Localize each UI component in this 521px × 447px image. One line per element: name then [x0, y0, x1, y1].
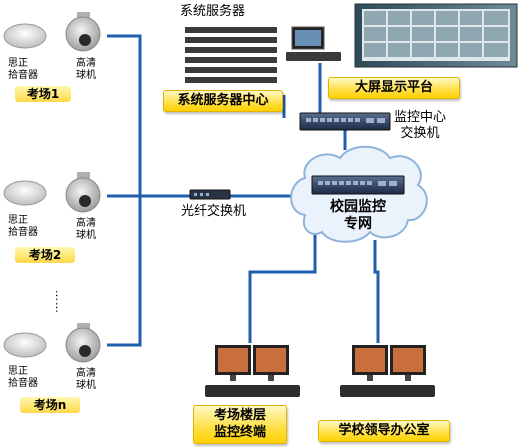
exam-room-1-label: 考场1 — [15, 86, 71, 102]
exam-room-2-devices — [3, 172, 101, 213]
camera-label-roomn: 高清球机 — [76, 368, 96, 391]
camera-lens-icon — [79, 345, 91, 357]
exam-room-n-label: 考场n — [20, 397, 80, 413]
video-wall-icon — [354, 3, 518, 68]
control-switch-icon — [299, 112, 391, 131]
ellipsis: …… — [53, 290, 66, 314]
camera-mount-icon — [77, 323, 90, 331]
campus-network-cloud — [290, 145, 428, 243]
floor-terminal-monitors-icon — [205, 345, 300, 397]
camera-lens-icon — [79, 34, 91, 46]
camera-label-room1: 高清球机 — [76, 58, 96, 81]
server-center-label: 系统服务器中心 — [163, 90, 283, 112]
cloud-to-office-line — [373, 240, 380, 343]
mic-label-room1: 思正拾音器 — [8, 58, 38, 81]
control-switch-label: 监控中心交换机 — [394, 110, 447, 141]
dome-camera-icon — [65, 327, 101, 363]
bigscreen-monitor-icon — [286, 26, 341, 61]
room-bus-line — [107, 34, 142, 347]
fiber-switch-icon — [189, 189, 231, 200]
camera-mount-icon — [77, 172, 90, 180]
microphone-icon — [3, 180, 47, 206]
floor-terminal-label: 考场楼层监控终端 — [193, 405, 287, 444]
exam-room-2-label: 考场2 — [15, 247, 75, 263]
server-label: 系统服务器 — [180, 4, 246, 19]
campus-network-label: 校园监控专网 — [330, 199, 386, 232]
microphone-icon — [3, 332, 47, 358]
camera-label-room2: 高清球机 — [76, 218, 96, 241]
camera-mount-icon — [77, 12, 90, 20]
mic-label-roomn: 思正拾音器 — [8, 366, 38, 389]
server-rack-icon — [185, 27, 277, 83]
big-screen-label: 大屏显示平台 — [328, 77, 460, 99]
office-monitors-icon — [340, 345, 435, 397]
microphone-icon — [3, 23, 47, 49]
exam-room-1-devices — [3, 12, 101, 52]
fiber-switch-label: 光纤交换机 — [181, 204, 247, 219]
mic-label-room2: 思正拾音器 — [8, 215, 38, 238]
exam-room-n-devices — [3, 323, 101, 363]
dome-camera-icon — [65, 177, 101, 213]
camera-lens-icon — [79, 195, 91, 207]
leader-office-label: 学校领导办公室 — [318, 420, 450, 442]
dome-camera-icon — [65, 16, 101, 52]
cloud-to-floor-line — [248, 235, 317, 343]
